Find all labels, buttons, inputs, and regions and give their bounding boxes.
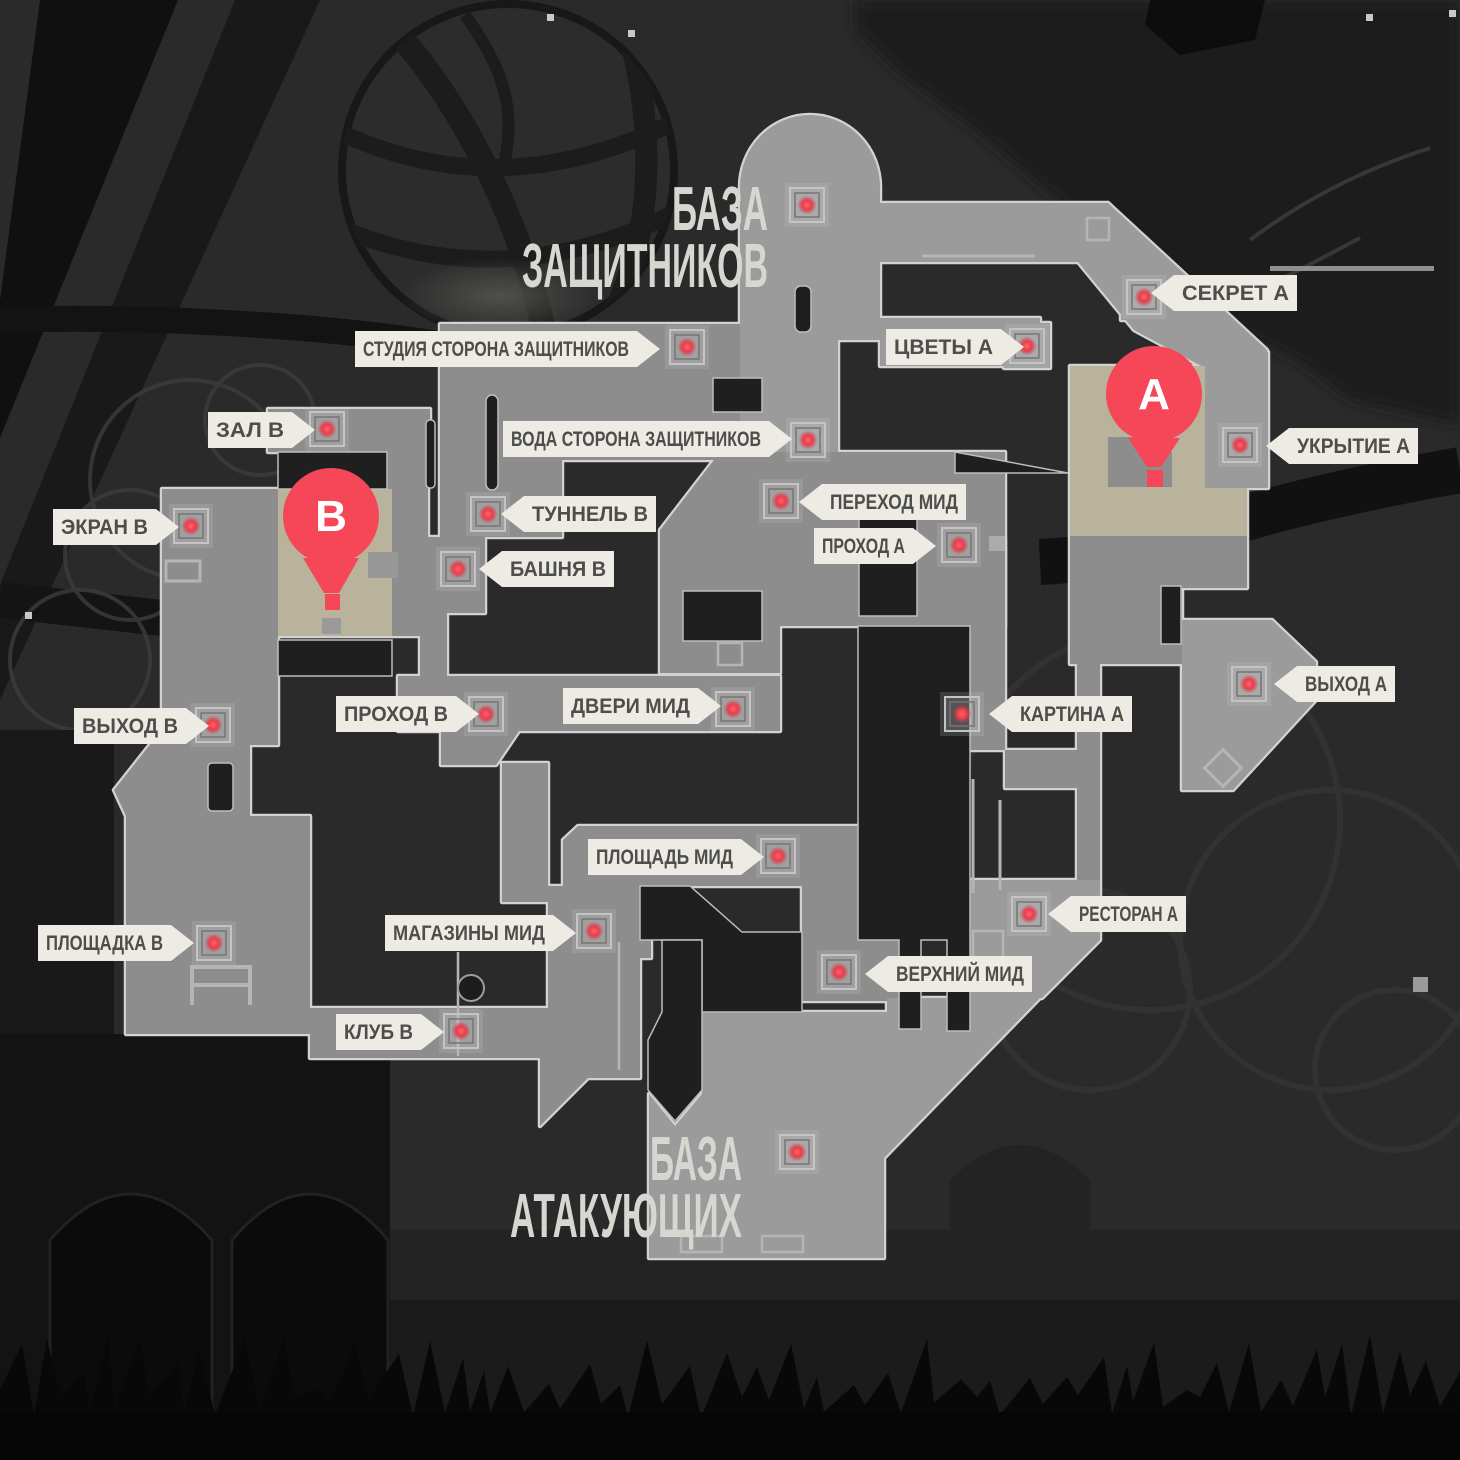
svg-text:КЛУБ В: КЛУБ В bbox=[344, 1021, 413, 1044]
svg-text:БАЗА: БАЗА bbox=[650, 1125, 742, 1194]
svg-text:ПРОХОД А: ПРОХОД А bbox=[822, 535, 905, 558]
svg-text:МАГАЗИНЫ МИД: МАГАЗИНЫ МИД bbox=[393, 922, 545, 945]
svg-text:РЕСТОРАН А: РЕСТОРАН А bbox=[1079, 903, 1178, 926]
svg-text:КАРТИНА А: КАРТИНА А bbox=[1020, 703, 1124, 726]
svg-text:ПЛОЩАДКА В: ПЛОЩАДКА В bbox=[46, 932, 163, 955]
svg-text:ВЕРХНИЙ МИД: ВЕРХНИЙ МИД bbox=[896, 962, 1024, 986]
svg-text:A: A bbox=[1138, 370, 1170, 419]
svg-text:СТУДИЯ СТОРОНА ЗАЩИТНИКОВ: СТУДИЯ СТОРОНА ЗАЩИТНИКОВ bbox=[363, 338, 629, 361]
svg-text:ТУННЕЛЬ В: ТУННЕЛЬ В bbox=[532, 503, 648, 526]
svg-text:B: B bbox=[315, 492, 347, 541]
svg-text:ЦВЕТЫ А: ЦВЕТЫ А bbox=[894, 336, 993, 359]
svg-text:ПЕРЕХОД МИД: ПЕРЕХОД МИД bbox=[830, 491, 958, 514]
svg-text:ЗАЛ В: ЗАЛ В bbox=[216, 419, 284, 442]
svg-text:СЕКРЕТ А: СЕКРЕТ А bbox=[1182, 282, 1289, 305]
svg-text:ПРОХОД В: ПРОХОД В bbox=[344, 703, 448, 726]
svg-text:УКРЫТИЕ А: УКРЫТИЕ А bbox=[1297, 435, 1410, 458]
svg-text:ВЫХОД А: ВЫХОД А bbox=[1305, 673, 1387, 696]
svg-text:ВЫХОД В: ВЫХОД В bbox=[82, 715, 178, 738]
svg-text:ВОДА СТОРОНА ЗАЩИТНИКОВ: ВОДА СТОРОНА ЗАЩИТНИКОВ bbox=[511, 428, 761, 451]
svg-text:ЭКРАН В: ЭКРАН В bbox=[61, 516, 148, 539]
svg-text:ЗАЩИТНИКОВ: ЗАЩИТНИКОВ bbox=[522, 232, 768, 301]
svg-text:АТАКУЮЩИХ: АТАКУЮЩИХ bbox=[510, 1182, 742, 1251]
svg-text:ДВЕРИ МИД: ДВЕРИ МИД bbox=[571, 695, 690, 718]
svg-text:БАШНЯ В: БАШНЯ В bbox=[510, 558, 606, 581]
svg-text:ПЛОЩАДЬ МИД: ПЛОЩАДЬ МИД bbox=[596, 846, 733, 869]
svg-text:БАЗА: БАЗА bbox=[672, 175, 768, 244]
